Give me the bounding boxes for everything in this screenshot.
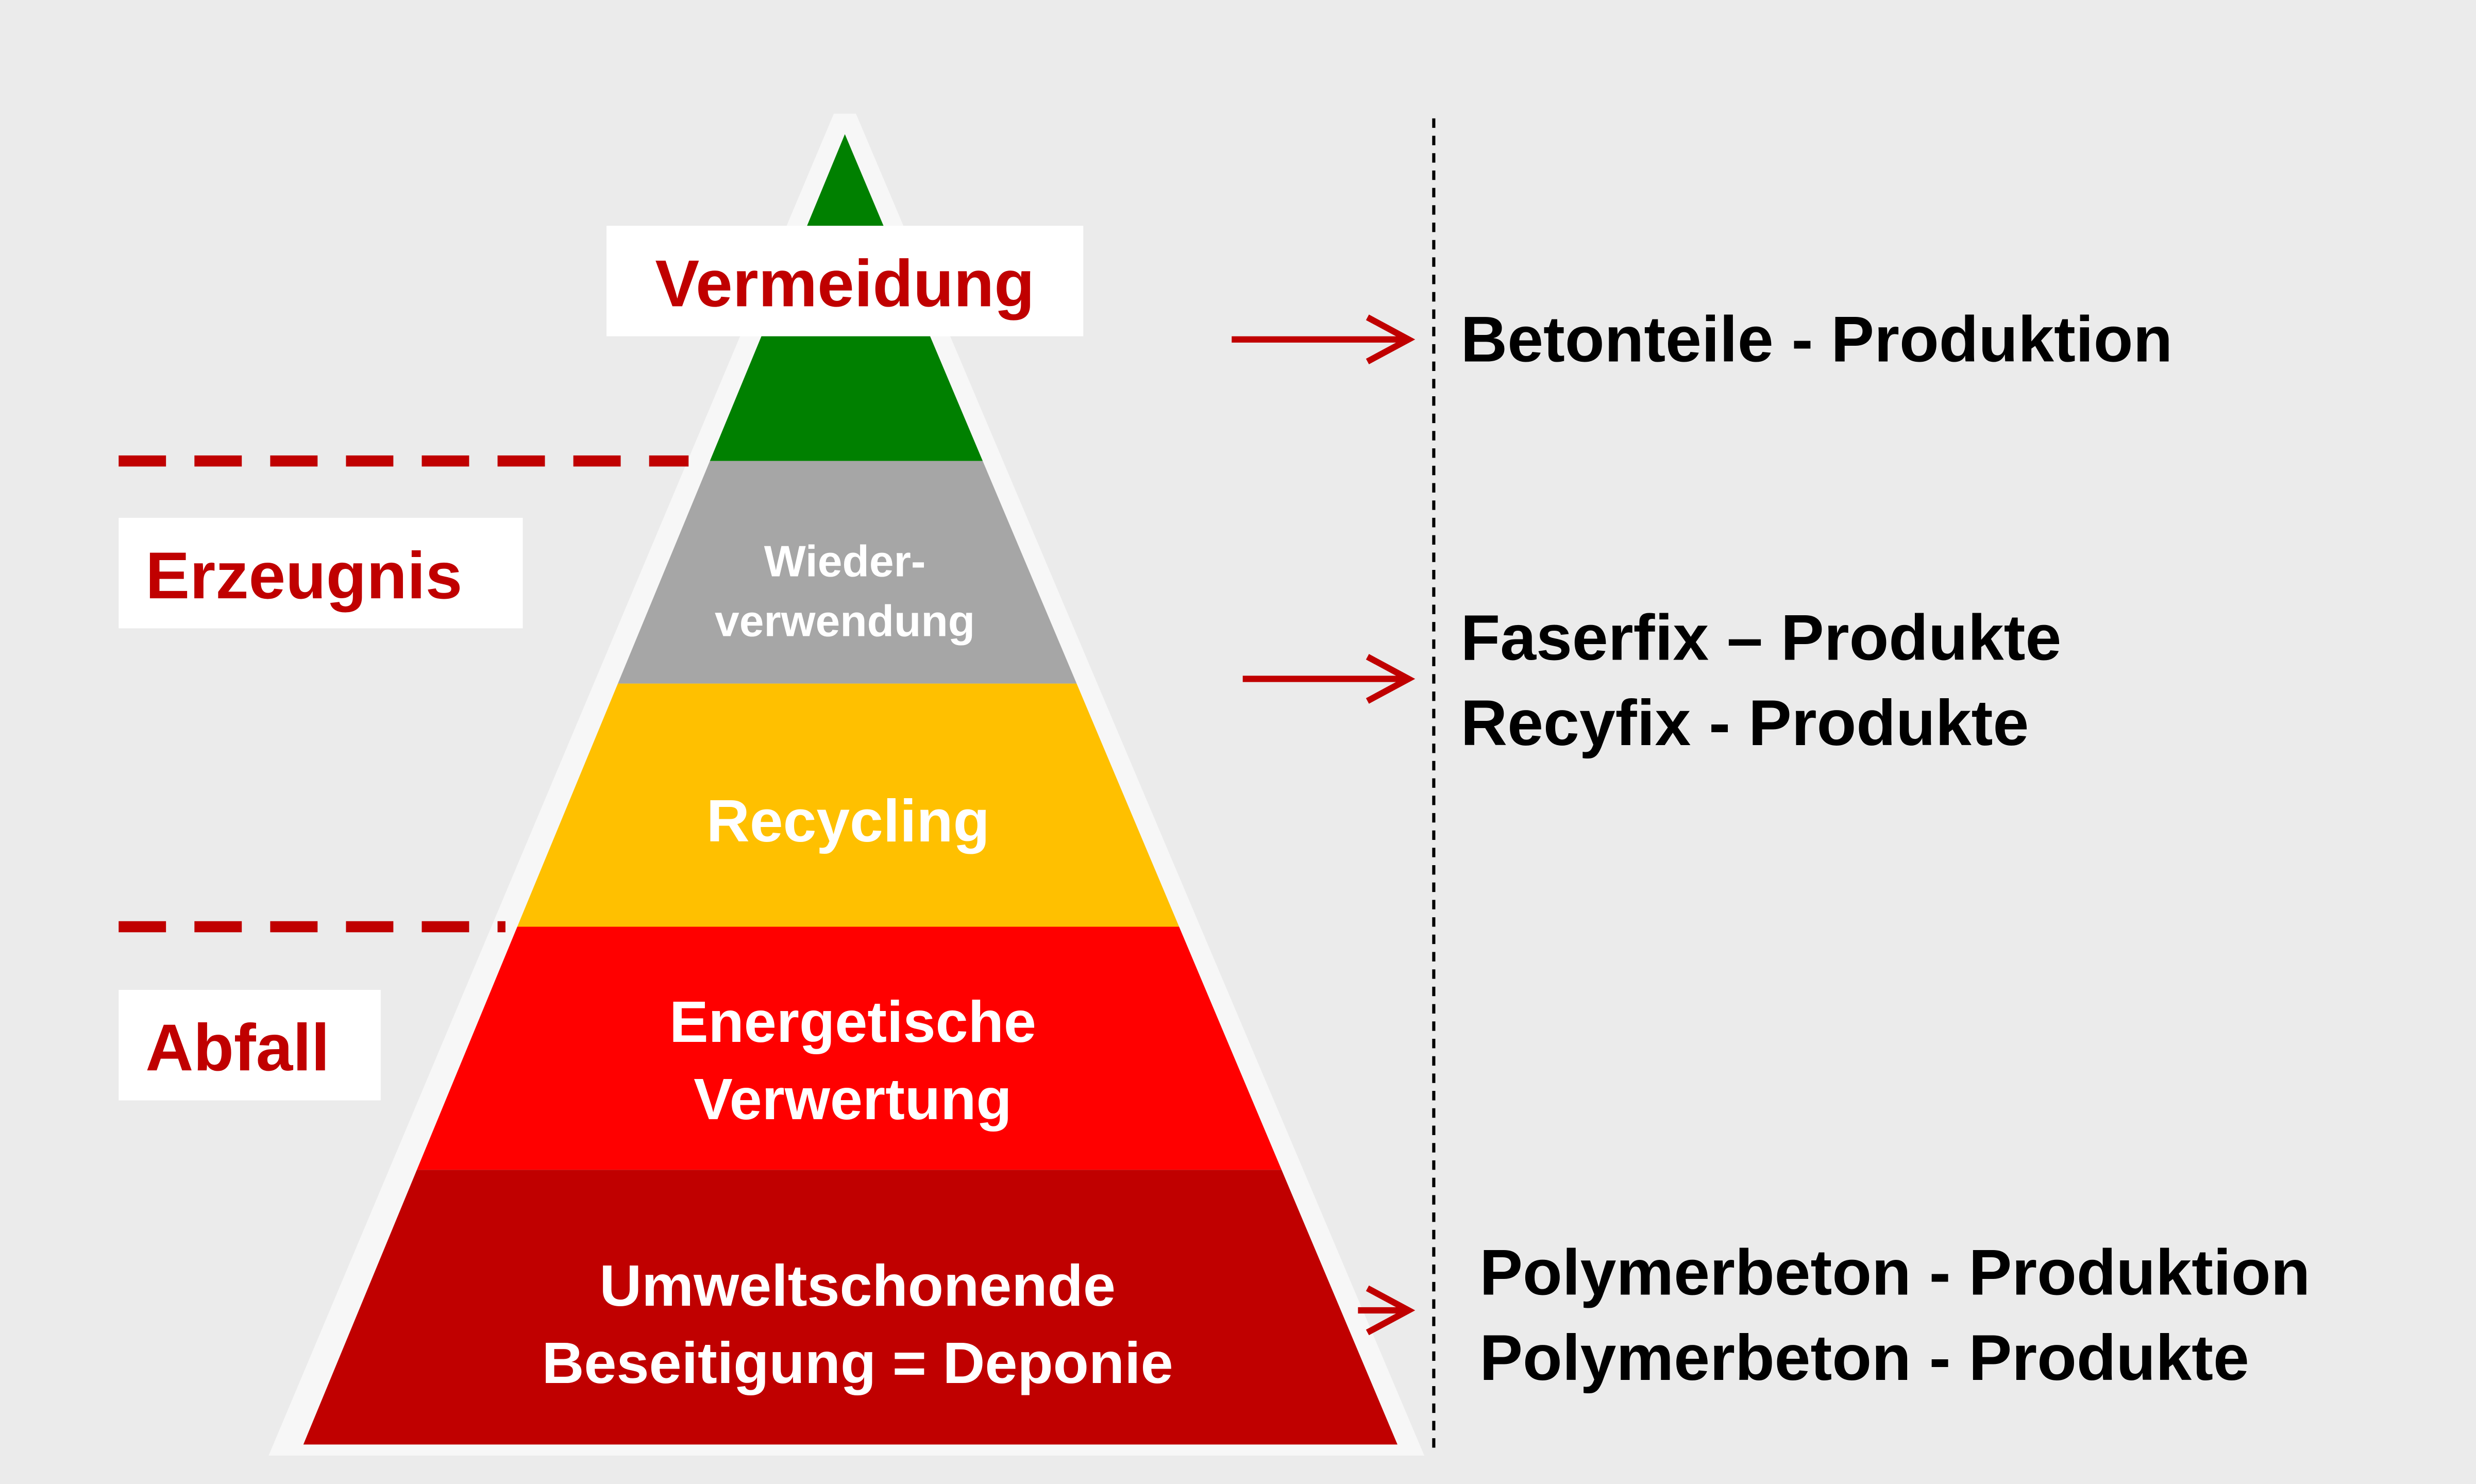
outcome-polymerbeton-produkte: Polymerbeton - Produkte <box>1479 1321 2249 1394</box>
level-text-disposal-2: Beseitigung = Deponie <box>542 1330 1173 1396</box>
label-abfall: Abfall <box>145 1011 329 1085</box>
label-vermeidung: Vermeidung <box>655 247 1034 321</box>
label-box-abfall <box>119 990 381 1101</box>
label-box-vermeidung <box>606 226 1084 336</box>
outcome-betonteile: Betonteile - Produktion <box>1461 303 2173 376</box>
arrow-icon <box>1242 654 1416 704</box>
pyramid-level-disposal <box>303 1170 1397 1445</box>
pyramid-level-recycling <box>517 683 1180 927</box>
level-text-energy-2: Verwertung <box>694 1067 1012 1132</box>
arrow-icon <box>1232 314 1416 365</box>
outcome-polymerbeton-produktion: Polymerbeton - Produktion <box>1479 1236 2310 1308</box>
pyramid-level-energy-recovery <box>417 926 1282 1170</box>
outcome-faserfix: Faserfix – Produkte <box>1461 601 2062 674</box>
level-text-disposal-1: Umweltschonende <box>599 1253 1116 1319</box>
level-text-reuse-2: verwendung <box>715 597 975 646</box>
level-text-energy-1: Energetische <box>669 989 1036 1055</box>
arrow-icon <box>1358 1285 1416 1336</box>
label-erzeugnis: Erzeugnis <box>145 539 462 613</box>
pyramid-level-reuse <box>618 461 1077 684</box>
level-text-reuse-1: Wieder- <box>764 536 926 586</box>
label-box-erzeugnis <box>119 517 523 629</box>
outcome-recyfix: Recyfix - Produkte <box>1461 686 2029 759</box>
level-text-recycling: Recycling <box>706 787 990 854</box>
